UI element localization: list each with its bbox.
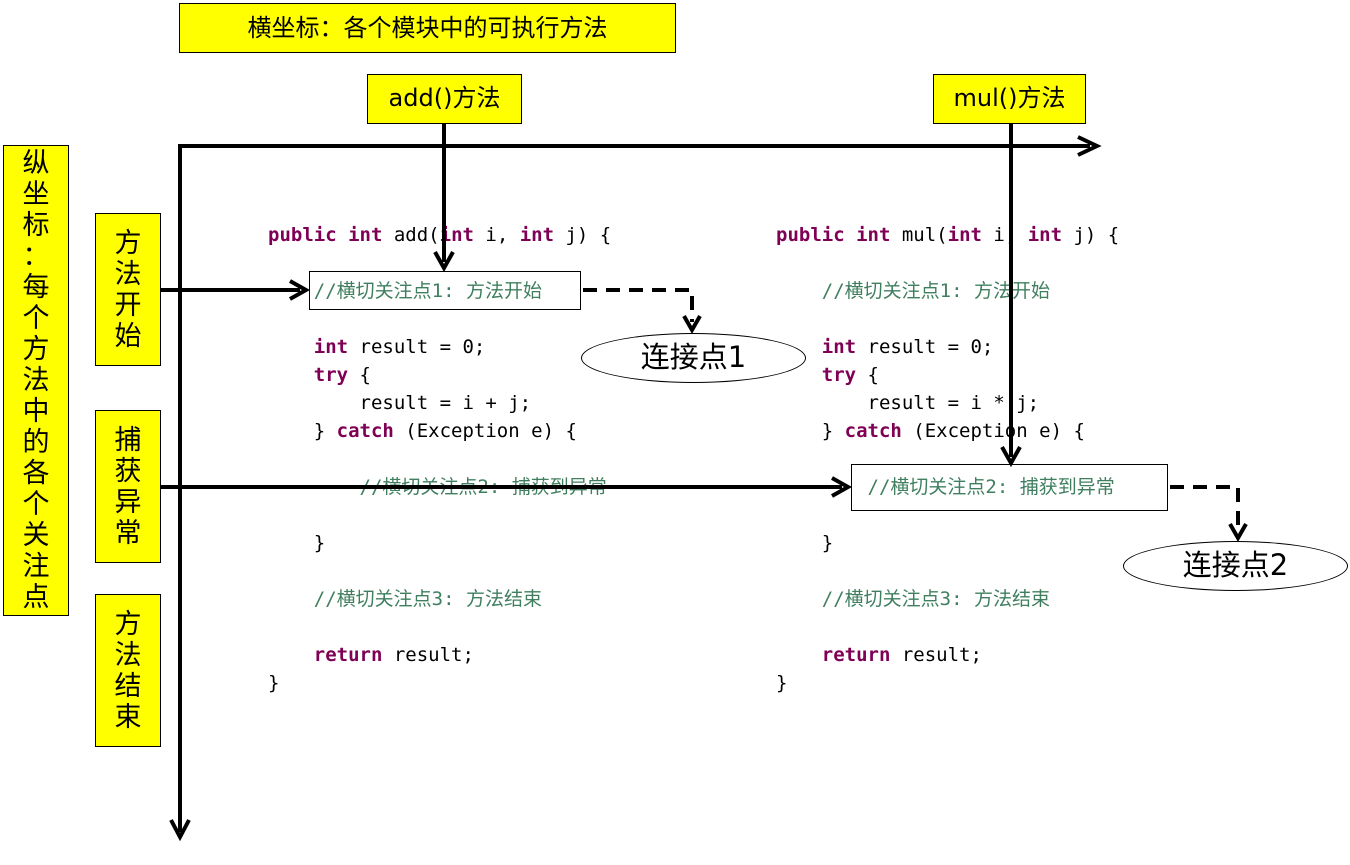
vertical-char: 法 [114, 639, 142, 671]
code-text: j) { [1062, 224, 1120, 246]
keyword: int [439, 224, 474, 246]
code-block-add: public int add(int i, int j) { //横切关注点1:… [268, 221, 611, 697]
vertical-char: 中 [22, 396, 50, 427]
code-text: } [313, 420, 337, 442]
vertical-char: 个 [22, 303, 50, 334]
vertical-char: 方 [22, 334, 50, 365]
vertical-char: 各 [22, 458, 50, 489]
comment-concern-2: //横切关注点2: 捕获到异常 [821, 476, 1115, 498]
vertical-char: ： [22, 241, 50, 272]
vertical-char: 方 [114, 608, 142, 640]
vertical-char: 法 [22, 365, 50, 396]
add-method-arrowhead [433, 251, 455, 273]
join-point-1-arrowhead [682, 315, 702, 335]
keyword: int [1027, 224, 1063, 246]
horizontal-axis-arrowhead [1077, 135, 1102, 157]
vertical-char: 每 [22, 272, 50, 303]
vertical-char: 捕 [114, 424, 142, 456]
vertical-char: 点 [22, 582, 50, 613]
join-point-2-connector [1170, 485, 1240, 530]
vertical-char: 始 [114, 320, 142, 352]
concern-label-method-end: 方法结束 [95, 594, 161, 747]
vertical-char: 常 [114, 517, 142, 549]
join-point-1-connector [583, 288, 694, 322]
code-text: result = 0; [348, 336, 486, 358]
join-point-box-mul-catch [851, 464, 1168, 511]
vertical-axis-arrowhead [169, 819, 191, 842]
code-text: result = 0; [856, 336, 994, 358]
join-point-ellipse-2: 连接点2 [1123, 541, 1348, 591]
code-text: (Exception e) { [393, 420, 577, 442]
keyword: return [313, 644, 383, 666]
vertical-char: 方 [114, 227, 142, 259]
vertical-char: 关 [22, 520, 50, 551]
code-text: } [268, 672, 280, 694]
keyword: int [313, 336, 349, 358]
code-text: j) { [554, 224, 612, 246]
comment-concern-1: //横切关注点1: 方法开始 [313, 280, 542, 302]
keyword: int [519, 224, 555, 246]
code-text: { [348, 364, 371, 386]
keyword: int [348, 224, 383, 246]
keyword: int [947, 224, 982, 246]
vertical-char: 法 [114, 258, 142, 290]
keyword: public [268, 224, 337, 246]
keyword: try [313, 364, 349, 386]
code-line: public int mul(int i, int j) { [776, 224, 1119, 246]
vertical-char: 个 [22, 489, 50, 520]
code-text: i, [473, 224, 520, 246]
catch-exception-arrowhead [831, 476, 853, 498]
vertical-char: 的 [22, 427, 50, 458]
code-text: } [313, 532, 326, 554]
vertical-char: 结 [114, 670, 142, 702]
code-text: result; [382, 644, 474, 666]
code-text: add( [382, 224, 440, 246]
comment-concern-3: //横切关注点3: 方法结束 [821, 588, 1050, 610]
join-point-2-arrowhead [1228, 523, 1248, 543]
keyword: int [821, 336, 857, 358]
code-text: { [856, 364, 879, 386]
code-text: } [821, 420, 845, 442]
vertical-char: 纵 [22, 148, 50, 179]
code-text: (Exception e) { [901, 420, 1085, 442]
vertical-char: 标 [22, 210, 50, 241]
code-block-mul: public int mul(int i, int j) { //横切关注点1:… [776, 221, 1119, 697]
vertical-char: 获 [114, 455, 142, 487]
keyword: try [821, 364, 857, 386]
code-line: public int add(int i, int j) { [268, 224, 611, 246]
method-start-arrowhead [289, 279, 311, 301]
join-point-ellipse-1: 连接点1 [581, 333, 806, 383]
keyword: catch [844, 420, 902, 442]
keyword: int [856, 224, 891, 246]
code-text: } [776, 672, 788, 694]
method-label-mul: mul()方法 [933, 74, 1086, 124]
concern-label-catch-exception: 捕获异常 [95, 410, 161, 563]
concern-label-method-start: 方法开始 [95, 213, 161, 366]
keyword: return [821, 644, 891, 666]
vertical-char: 束 [114, 701, 142, 733]
comment-concern-3: //横切关注点3: 方法结束 [313, 588, 542, 610]
code-text: } [821, 532, 834, 554]
keyword: public [776, 224, 845, 246]
horizontal-axis-title: 横坐标：各个模块中的可执行方法 [179, 3, 676, 53]
join-point-box-add-start [309, 271, 581, 310]
code-text: result = i + j; [313, 392, 532, 414]
vertical-char: 异 [114, 486, 142, 518]
method-label-add: add()方法 [367, 74, 522, 124]
vertical-axis-title: 纵坐标：每个方法中的各个关注点 [3, 145, 69, 616]
code-text: result; [890, 644, 982, 666]
vertical-char: 注 [22, 551, 50, 582]
vertical-char: 开 [114, 289, 142, 321]
code-text: result = i * j; [821, 392, 1040, 414]
mul-method-arrowhead [1000, 446, 1022, 468]
vertical-char: 坐 [22, 179, 50, 210]
code-text: mul( [890, 224, 948, 246]
keyword: catch [336, 420, 394, 442]
